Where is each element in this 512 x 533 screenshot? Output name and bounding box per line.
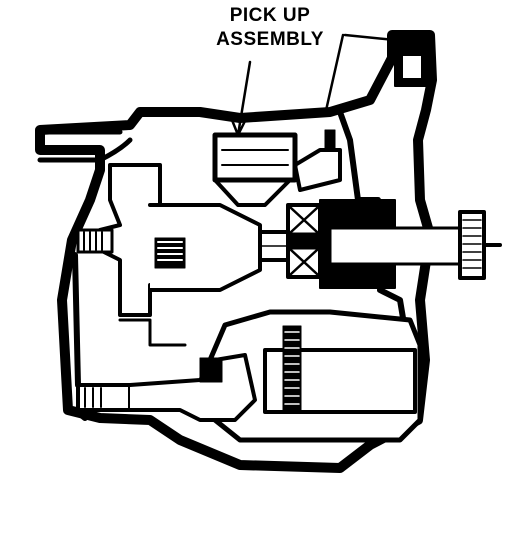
housing-outer-wall bbox=[35, 30, 437, 473]
lower-connector bbox=[128, 353, 257, 422]
callout-leader-pickup bbox=[236, 60, 252, 137]
callout-line-2: ASSEMBLY bbox=[216, 29, 324, 50]
pickup-assembly-body bbox=[212, 132, 298, 183]
pickup-bracket bbox=[293, 148, 342, 192]
callout-leader-flange bbox=[323, 33, 397, 117]
left-hose bbox=[37, 129, 133, 163]
coil-winding bbox=[282, 325, 302, 411]
callout-pickup-assembly: PICK UP ASSEMBLY bbox=[195, 4, 345, 52]
rotor-disc bbox=[148, 203, 262, 292]
callout-line-1: PICK UP bbox=[229, 5, 311, 26]
